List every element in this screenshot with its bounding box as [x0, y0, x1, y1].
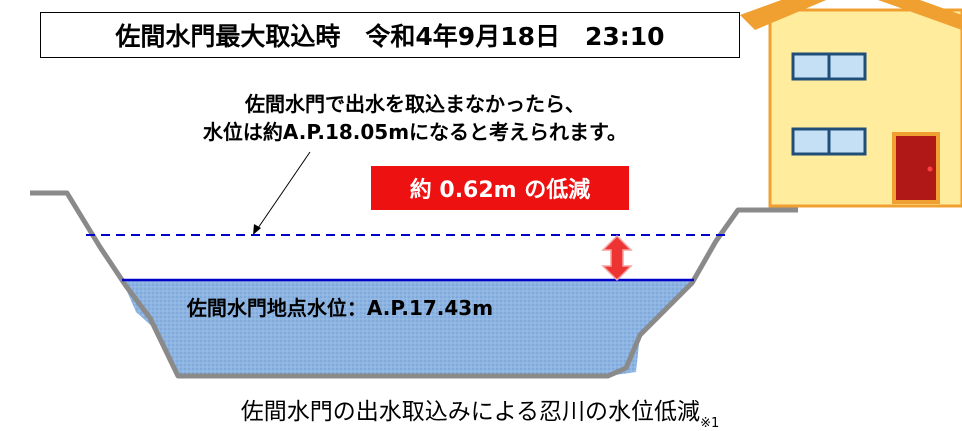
window-upper [791, 52, 867, 81]
title: 佐間水門最大取込時 令和4年9月18日 23:10 [40, 12, 740, 58]
note-line-2: 水位は約A.P.18.05mになると考えられます。 [202, 120, 628, 144]
note-line-1: 佐間水門で出水を取込まなかったら、 [245, 92, 585, 116]
window-lower [791, 127, 867, 156]
reduction-badge: 約 0.62m の低減 [371, 166, 629, 210]
reduction-arrow-icon [601, 234, 633, 282]
water-level-label: 佐間水門地点水位：A.P.17.43m [186, 296, 494, 320]
note-leader-line [255, 151, 311, 232]
note-leader-arrowhead [253, 224, 261, 235]
door [892, 132, 940, 204]
caption: 佐間水門の出水取込みによる忍川の水位低減※1 [170, 392, 790, 431]
caption-text: 佐間水門の出水取込みによる忍川の水位低減 [240, 399, 701, 425]
hypothetical-level-note: 佐間水門で出水を取込まなかったら、 水位は約A.P.18.05mになると考えられ… [150, 90, 680, 146]
caption-footnote-mark: ※1 [700, 416, 720, 431]
house-roof [740, 0, 962, 30]
river-water [122, 280, 694, 376]
river-bank [30, 190, 798, 379]
house [740, 0, 962, 208]
